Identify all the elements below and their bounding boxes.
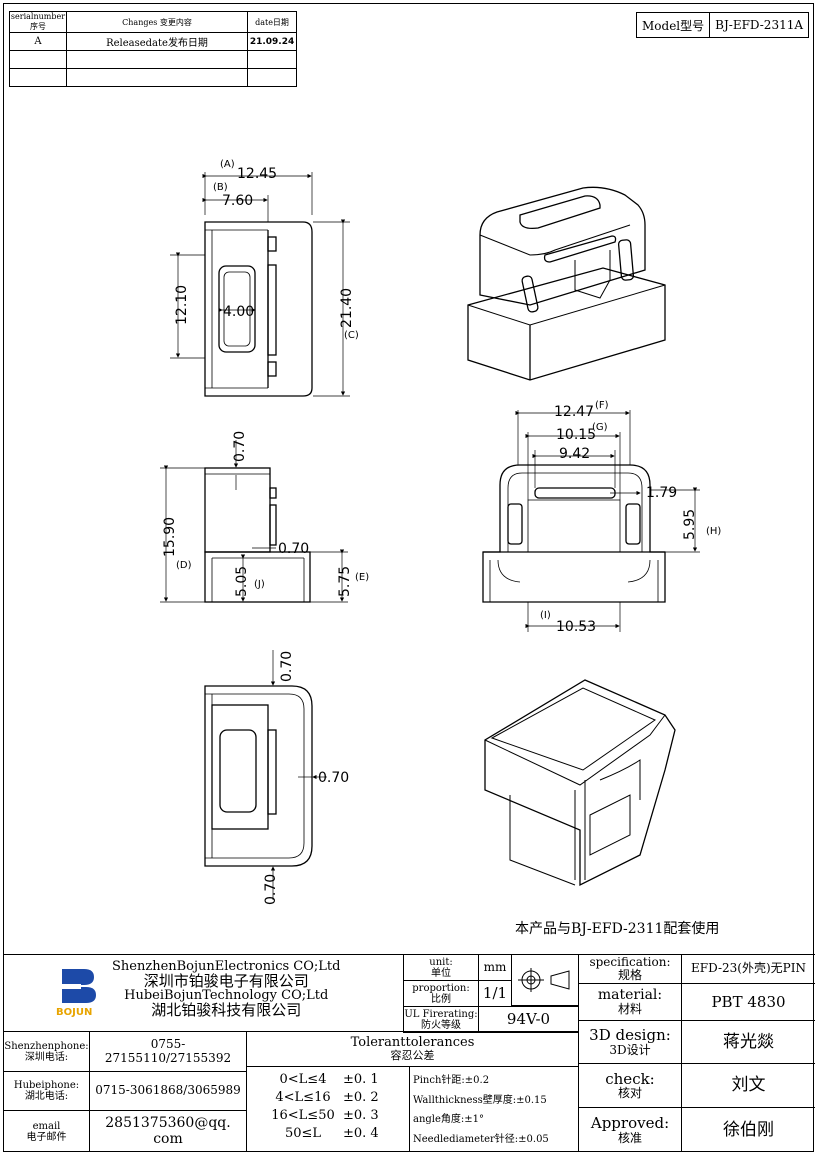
dim-g-tag: (G): [592, 422, 608, 433]
material-value: PBT 4830: [681, 983, 815, 1021]
logo-text: BOJUN: [56, 1007, 92, 1017]
spec-label-cell: specification:规格: [578, 954, 682, 984]
dim-e-tag: (E): [355, 572, 369, 583]
contact-label: Hubeiphone:湖北电话:: [4, 1071, 90, 1111]
usage-note: 本产品与BJ-EFD-2311配套使用: [515, 921, 720, 937]
dim-c: 21.40: [339, 288, 355, 328]
company-name-en-1: ShenzhenBojunElectronics CO;Ltd: [112, 959, 341, 974]
dim-c-tag: (C): [344, 330, 359, 341]
approved-label-cell: Approved:核准: [578, 1107, 682, 1152]
dim-a-tag: (A): [220, 159, 235, 170]
contact-value: 0715-3061868/3065989: [89, 1071, 247, 1111]
projection-symbol-icon: [511, 954, 579, 1006]
material-label-cell: material:材料: [578, 983, 682, 1021]
tol-note: Pinch针距:±0.2: [413, 1075, 490, 1086]
tolerance-ranges: 0<L≤4 ±0. 1 4<L≤16 ±0. 2 16<L≤50 ±0. 3 50≤L…: [246, 1066, 410, 1152]
tol-note: angle角度:±1°: [413, 1114, 485, 1125]
dim-m: 1.79: [646, 485, 677, 501]
front-view: [204, 221, 313, 397]
contact-value: 2851375360@qq. com: [89, 1110, 247, 1152]
company-cell: BOJUN ShenzhenBojunElectronics CO;Ltd 深圳…: [4, 954, 404, 1032]
dim-i: 10.53: [556, 619, 596, 635]
unit-label-cell: unit:单位: [403, 954, 479, 981]
check-value: 刘文: [681, 1063, 815, 1108]
tol-value: ±0. 3: [343, 1108, 379, 1123]
dim-b-tag: (B): [213, 182, 228, 193]
bojun-logo-icon: BOJUN: [56, 969, 96, 1017]
title-block: BOJUN ShenzhenBojunElectronics CO;Ltd 深圳…: [4, 954, 815, 1152]
dim-t3: 0.70: [263, 874, 279, 905]
dim-i-tag: (I): [540, 610, 551, 621]
tolerance-notes: Pinch针距:±0.2 Wallthickness壁厚度:±0.15 angl…: [409, 1066, 579, 1152]
dim-t1: 0.70: [279, 651, 295, 682]
rev-cell: [247, 68, 297, 87]
dim-f-tag: (F): [595, 400, 609, 411]
tol-value: ±0. 4: [343, 1126, 379, 1141]
model-value: BJ-EFD-2311A: [709, 13, 808, 37]
revision-table: serialnumber序号 Changes 变更内容 date日期 A Rel…: [9, 11, 297, 87]
contact-value: 0755-27155110/27155392: [89, 1031, 247, 1072]
company-name-cn-2: 湖北铂骏科技有限公司: [151, 1001, 302, 1020]
bottom-view: [204, 685, 313, 867]
dim-s1: 0.70: [232, 431, 248, 462]
iso-view-bottom: [484, 679, 676, 887]
top-view: [482, 464, 666, 603]
model-label: Model型号: [642, 18, 705, 33]
dim-s2: 0.70: [278, 541, 309, 557]
tol-range: 50≤L: [284, 1126, 322, 1141]
dim-f: 12.47: [554, 404, 594, 420]
tol-value: ±0. 2: [343, 1090, 379, 1105]
tol-note: Wallthickness壁厚度:±0.15: [413, 1094, 547, 1106]
approved-value: 徐伯刚: [681, 1107, 815, 1152]
tol-note: Needlediameter针径:±0.05: [413, 1133, 549, 1145]
company-name-cn-1: 深圳市铂骏电子有限公司: [143, 971, 309, 990]
proportion-value: 1/1: [478, 980, 512, 1007]
iso-view-top: [467, 186, 666, 381]
dim-t2: 0.70: [318, 770, 349, 786]
dim-hh-tag: (H): [706, 526, 721, 537]
tol-range: 4<L≤16: [275, 1090, 331, 1105]
spec-value: EFD-23(外壳)无PIN: [681, 954, 815, 984]
model-box: Model型号 BJ-EFD-2311A: [636, 12, 810, 38]
ul-value: 94V-0: [478, 1006, 579, 1033]
design-label-cell: 3D design:3D设计: [578, 1020, 682, 1064]
dim-d-tag: (D): [176, 560, 192, 571]
dim-d: 15.90: [162, 517, 178, 557]
unit-value: mm: [478, 954, 512, 981]
dim-k: 9.42: [559, 446, 590, 462]
company-name-en-2: HubeiBojunTechnology CO;Ltd: [124, 988, 329, 1004]
tol-range: 0<L≤4: [279, 1072, 327, 1087]
drawing-frame: [3, 3, 814, 1152]
dim-b: 7.60: [222, 193, 253, 209]
tol-range: 16<L≤50: [271, 1108, 335, 1123]
dim-h: 12.10: [174, 285, 190, 325]
dim-j: 5.05: [234, 566, 250, 597]
design-value: 蒋光燚: [681, 1020, 815, 1064]
dim-hh: 5.95: [682, 509, 698, 540]
dim-w: 4.00: [223, 304, 254, 320]
dim-j-tag: (J): [254, 579, 265, 590]
dim-e: 5.75: [337, 566, 353, 597]
dim-a: 12.45: [237, 166, 277, 182]
tol-value: ±0. 1: [343, 1072, 379, 1087]
dim-g: 10.15: [556, 427, 596, 443]
contact-label: Shenzhenphone:深圳电话:: [4, 1031, 90, 1072]
side-view: [204, 467, 311, 603]
check-label-cell: check:核对: [578, 1063, 682, 1108]
company-names: ShenzhenBojunElectronics CO;Ltd 深圳市铂骏电子有…: [112, 960, 340, 1019]
rev-cell: [65, 68, 249, 87]
drawing-canvas: (A) 12.45 (B) 7.60 12.10 4.00 21.40 (C) …: [160, 159, 721, 905]
ul-label-cell: UL Firerating:防火等级: [403, 1006, 479, 1033]
proportion-label-cell: proportion:比例: [403, 980, 479, 1007]
